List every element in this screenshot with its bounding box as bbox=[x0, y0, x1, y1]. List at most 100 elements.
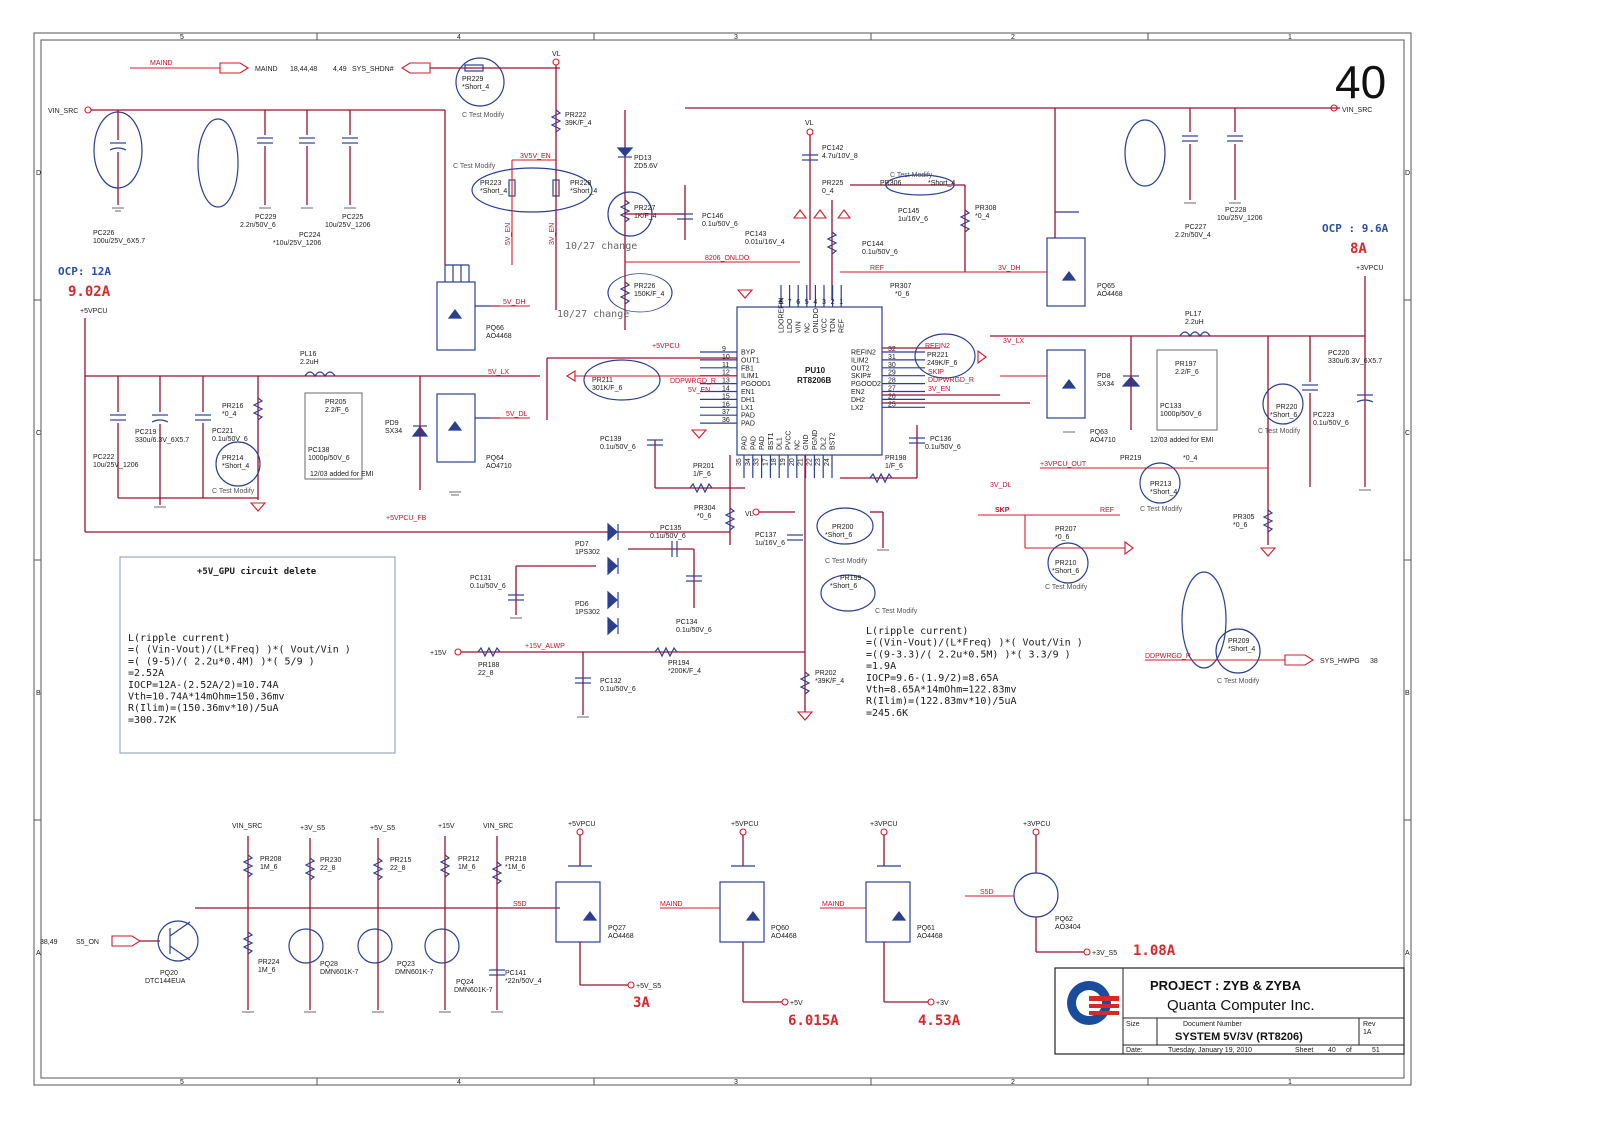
pc220-value: 330u/6.3V_6X5.7 bbox=[1328, 358, 1382, 365]
pc141-ref: PC141 bbox=[505, 970, 527, 977]
of-value: 51 bbox=[1372, 1047, 1380, 1054]
calc-left-line: IOCP=12A-(2.52A/2)=10.74A bbox=[128, 680, 279, 691]
ic-pin-number: 17 bbox=[762, 458, 769, 466]
sheet-value: 40 bbox=[1328, 1047, 1336, 1054]
pr200-value: *Short_6 bbox=[825, 532, 852, 539]
pq61-value: AO4468 bbox=[917, 933, 943, 940]
pq62-output: +3V_S5 bbox=[1092, 950, 1117, 957]
calc-left-line: =( (9-5)/( 2.2u*0.4M) )*( 5/9 ) bbox=[128, 656, 315, 667]
pc139-value: 0.1u/50V_6 bbox=[600, 444, 636, 451]
pr212-ref: PR212 bbox=[458, 856, 480, 863]
pr188-ref: PR188 bbox=[478, 662, 500, 669]
ic-pin-number: 24 bbox=[824, 458, 831, 466]
pq62-ref: PQ62 bbox=[1055, 916, 1073, 923]
net-15v-alwp: +15V_ALWP bbox=[525, 643, 565, 650]
company-name: Quanta Computer Inc. bbox=[1167, 997, 1315, 1014]
pr229-value: *Short_4 bbox=[462, 84, 489, 91]
pc219-value: 330u/6.3V_6X5.7 bbox=[135, 437, 189, 444]
of-label: of bbox=[1346, 1047, 1352, 1054]
net-refin2: REFIN2 bbox=[925, 343, 950, 350]
pq65-value: AO4468 bbox=[1097, 291, 1123, 298]
charge-pump: PD7 1PS302 PC135 0.1u/50V_6 PD6 1PS302 P… bbox=[430, 455, 918, 721]
pr199-value: *Short_6 bbox=[830, 583, 857, 590]
pd6-ref: PD6 bbox=[575, 601, 589, 608]
enable-network: PR229 *Short_4 C Test Modify PR222 39K/F… bbox=[453, 57, 597, 265]
pl16-ref: PL16 bbox=[300, 351, 316, 358]
ic-body bbox=[736, 306, 883, 456]
v3vpcu-label: +3VPCU bbox=[1356, 265, 1383, 272]
pr198-value: 1/F_6 bbox=[885, 463, 903, 470]
calc-left-line: =2.52A bbox=[128, 668, 164, 679]
pq20-value: DTC144EUA bbox=[145, 978, 186, 985]
ic-pu10: PU10 RT8206B BYP9OUT110FB111ILIM112PGOOD… bbox=[700, 285, 925, 478]
pc139-ref: PC139 bbox=[600, 436, 622, 443]
ic-pin-number: 33 bbox=[754, 458, 761, 466]
vl-label: VL bbox=[552, 51, 561, 58]
load-switch-pq27: +5VPCU PQ27 AO4468 +5V_S5 3A bbox=[555, 821, 661, 1011]
page-number: 40 bbox=[1335, 56, 1386, 108]
net-5vpcu: +5VPCU bbox=[652, 343, 679, 350]
vin-src-left: VIN_SRC bbox=[48, 108, 78, 115]
ic-pin-number: 3 bbox=[822, 299, 826, 306]
pr199-ref: PR199 bbox=[840, 575, 862, 582]
ic-pin-number: 28 bbox=[888, 378, 896, 385]
pr221-value: 249K/F_6 bbox=[927, 360, 957, 367]
ic-pin-number: 2 bbox=[831, 299, 835, 306]
calc-right-line: L(ripple current) bbox=[866, 626, 968, 637]
ic-pin-number: 30 bbox=[888, 362, 896, 369]
ic-pin-number: 18 bbox=[771, 458, 778, 466]
pr227-ref: PR227 bbox=[634, 205, 656, 212]
pl17-ref: PL17 bbox=[1185, 311, 1201, 318]
pr208-ref: PR208 bbox=[260, 856, 282, 863]
border-row-label: D bbox=[36, 170, 41, 177]
pc223-value: 0.1u/50V_6 bbox=[1313, 420, 1349, 427]
border-col-label: 2 bbox=[1011, 1079, 1015, 1086]
pr229-ref: PR229 bbox=[462, 76, 484, 83]
ic-pin-number: 12 bbox=[722, 370, 730, 377]
pr213-ref: PR213 bbox=[1150, 481, 1172, 488]
v15-label: +15V bbox=[430, 650, 447, 657]
pc135-ref: PC135 bbox=[660, 525, 682, 532]
pq60-value: AO4468 bbox=[771, 933, 797, 940]
net-ref: REF bbox=[870, 265, 884, 272]
pc135-value: 0.1u/50V_6 bbox=[650, 533, 686, 540]
bottom-5v-s5: +5V_S5 bbox=[370, 825, 395, 832]
pc132-ref: PC132 bbox=[600, 678, 622, 685]
pr306-value: *Short_4 bbox=[928, 180, 955, 187]
pq66-ref: PQ66 bbox=[486, 325, 504, 332]
ic-pin-number: 23 bbox=[815, 458, 822, 466]
pr201-value: 1/F_6 bbox=[693, 471, 711, 478]
pc146-ref: PC146 bbox=[702, 213, 724, 220]
pr305-value: *0_6 bbox=[1233, 522, 1248, 529]
ic-pin-name: PAD bbox=[750, 436, 757, 450]
pgood-output: PR209 *Short_4 C Test Modify DDPWRGD_R S… bbox=[1145, 571, 1378, 685]
pd13-ref: PD13 bbox=[634, 155, 652, 162]
pq24-ref: PQ24 bbox=[456, 979, 474, 986]
pr209-ref: PR209 bbox=[1228, 638, 1250, 645]
ic-pin-number: 22 bbox=[806, 458, 813, 466]
ic-pin-name: LX1 bbox=[741, 405, 754, 412]
s5-on-label: S5_ON bbox=[76, 939, 99, 946]
ic-pin-number: 37 bbox=[722, 409, 730, 416]
border-col-label: 5 bbox=[180, 1079, 184, 1086]
ic-pin-name: VIN bbox=[796, 321, 803, 333]
pr207-ref: PR207 bbox=[1055, 526, 1077, 533]
net-3v5v-en: 3V5V_EN bbox=[520, 153, 551, 160]
ic-pin-number: 36 bbox=[722, 417, 730, 424]
pq62-value: AO3404 bbox=[1055, 924, 1081, 931]
pr197-ref: PR197 bbox=[1175, 361, 1197, 368]
pd7-value: 1PS302 bbox=[575, 549, 600, 556]
ocp-right-value: 8A bbox=[1350, 241, 1367, 257]
ic-pin-number: 7 bbox=[788, 299, 792, 306]
date-label: Date: bbox=[1126, 1047, 1143, 1054]
pc223-ref: PC223 bbox=[1313, 412, 1335, 419]
pq66-value: AO4468 bbox=[486, 333, 512, 340]
net-ddpwrgd-right: DDPWRGD_R bbox=[928, 377, 974, 384]
project-title: PROJECT : ZYB & ZYBA bbox=[1150, 978, 1302, 993]
test-modify-note: C Test Modify bbox=[1258, 428, 1301, 435]
mosfet-pq65: 3V_DH PQ65 AO4468 bbox=[965, 108, 1123, 307]
pc146-value: 0.1u/50V_6 bbox=[702, 221, 738, 228]
pc219-ref: PC219 bbox=[135, 429, 157, 436]
load-switch-pq61: +3VPCU MAIND PQ61 AO4468 +3V 4.53A bbox=[820, 821, 961, 1029]
